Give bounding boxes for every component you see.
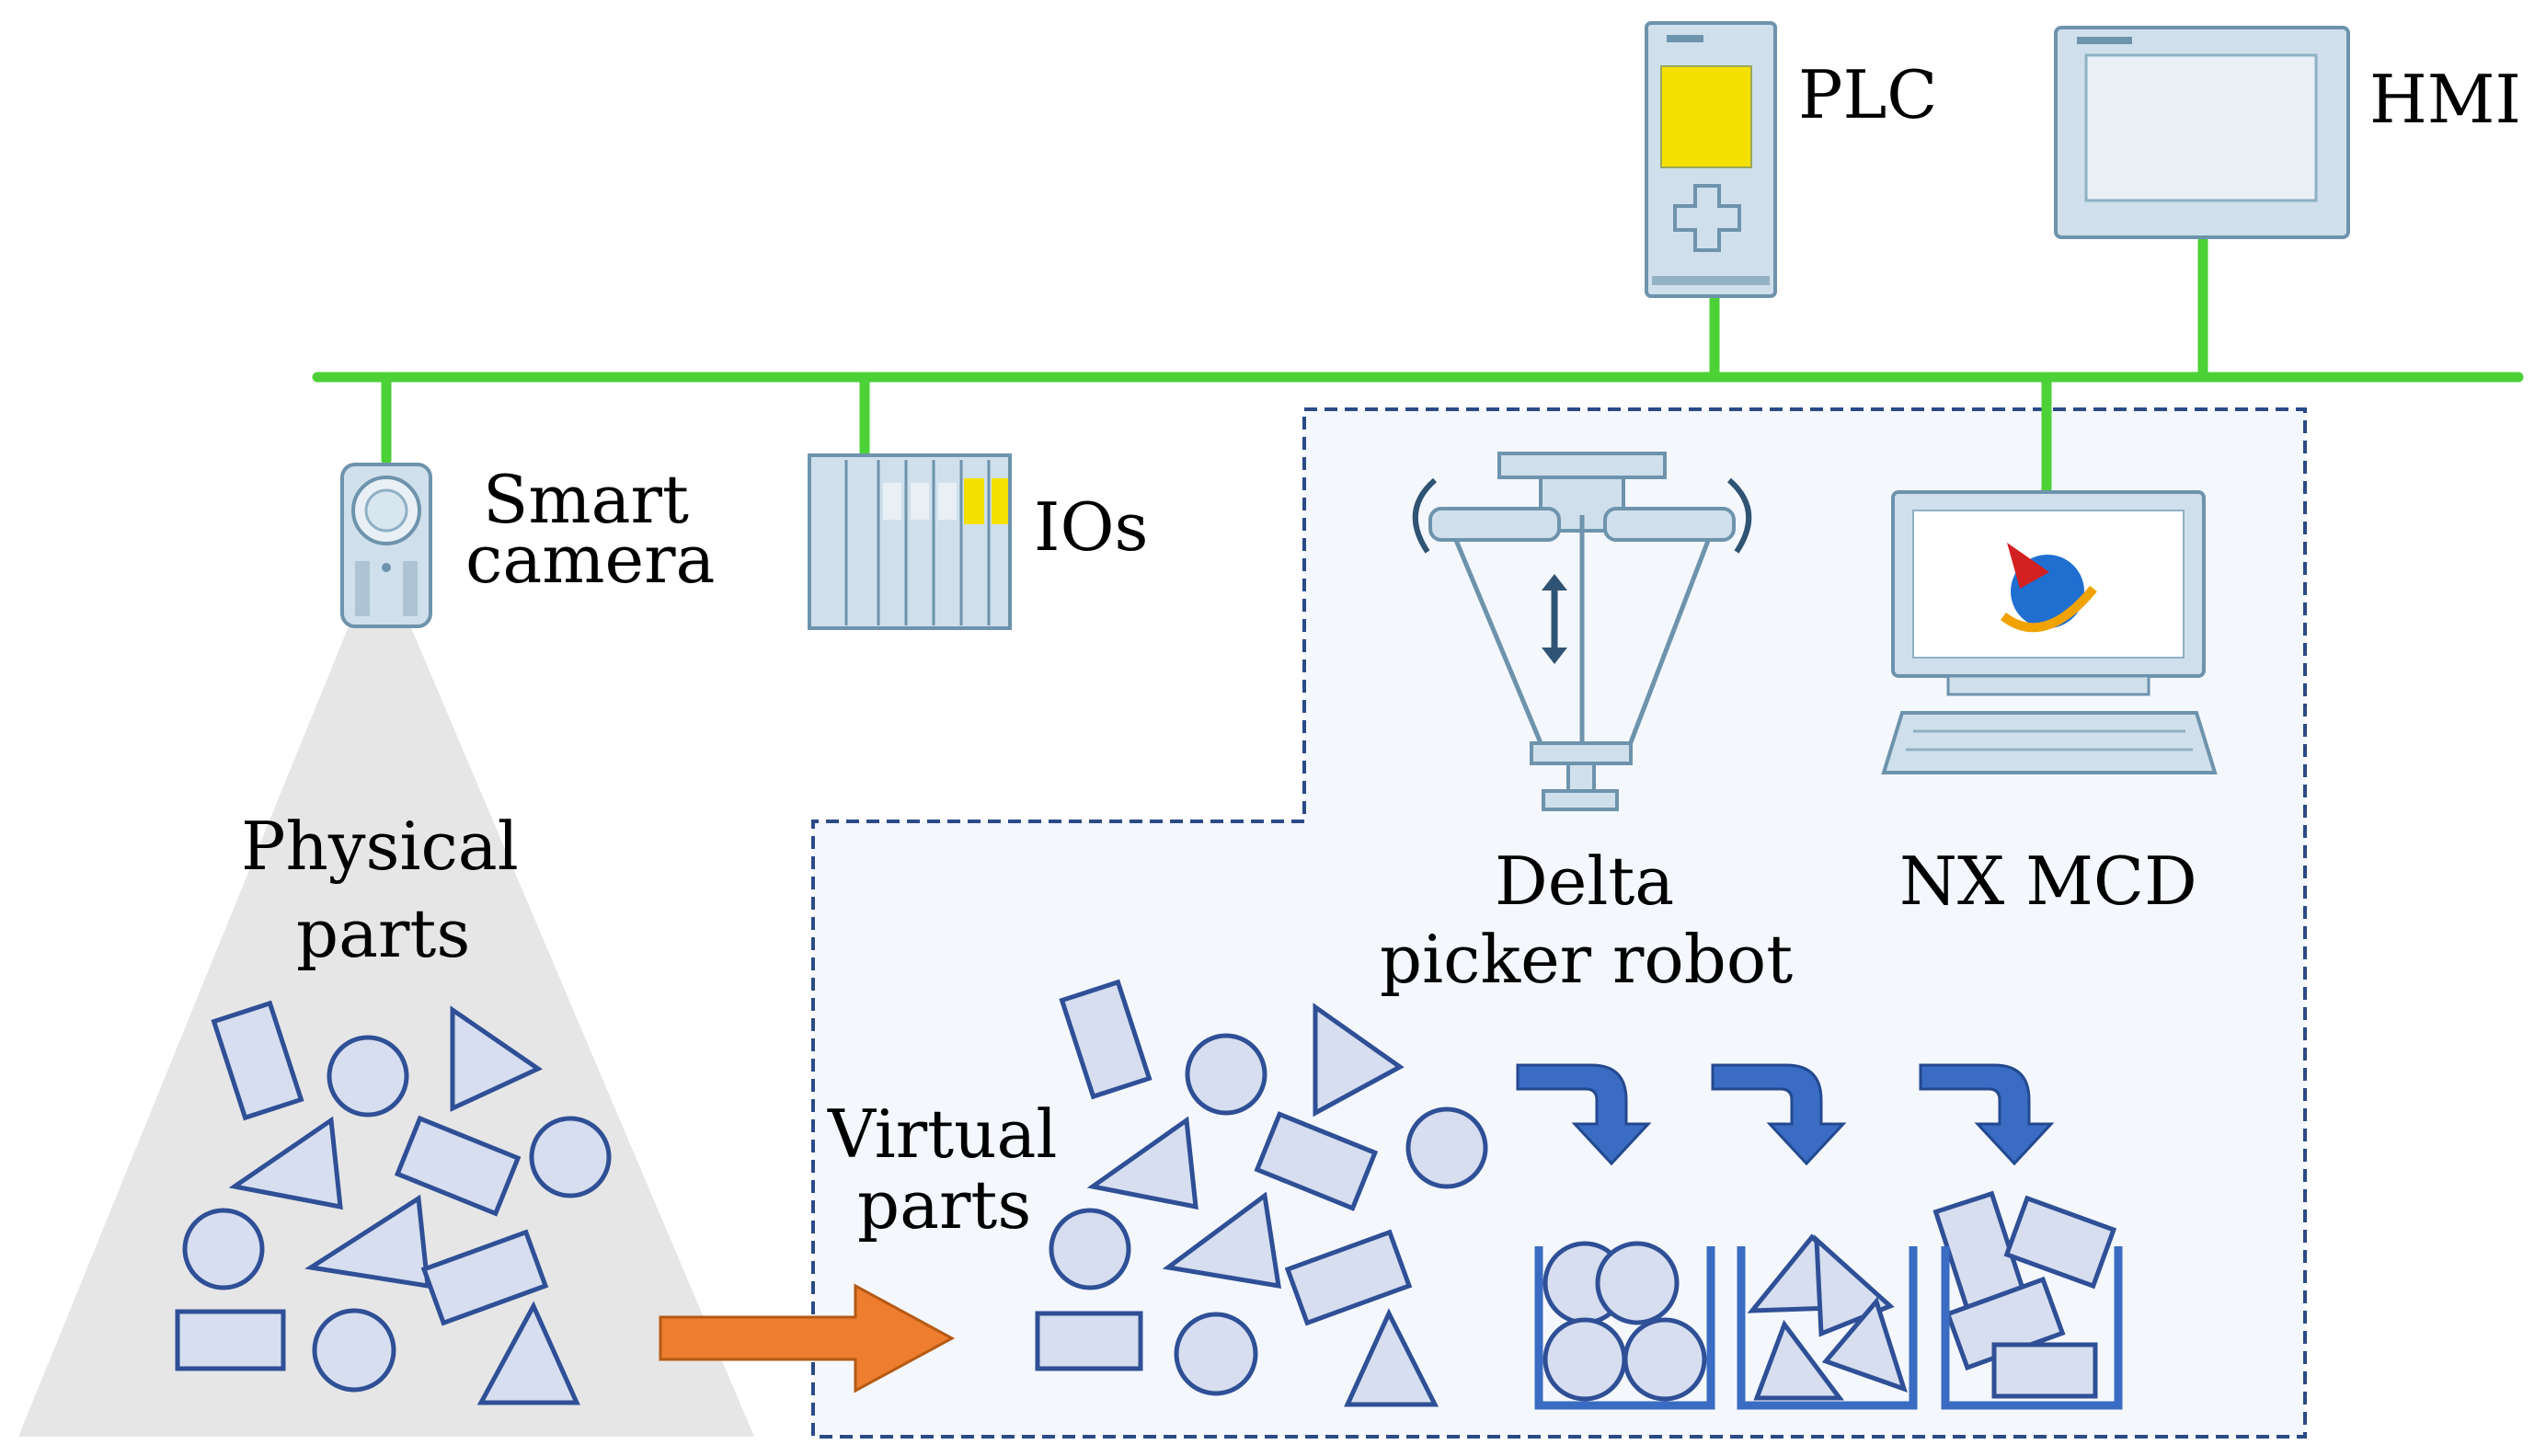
ios-label: IOs <box>1034 488 1148 566</box>
physical-part <box>450 1005 544 1112</box>
sorting-flow-arrows <box>1516 1063 2055 1166</box>
physical-part <box>476 1301 580 1405</box>
physical-part <box>211 1000 304 1121</box>
virtual-label-line1: Virtual <box>827 1095 1057 1173</box>
virtual-part <box>1035 1311 1143 1371</box>
virtual-part <box>1344 1308 1439 1407</box>
virtual-part <box>1059 979 1153 1100</box>
flow-arrow-icon <box>1516 1063 1652 1166</box>
hmi-label: HMI <box>2369 61 2521 138</box>
virtual-part <box>1185 1033 1267 1116</box>
robot-label-line1: Delta <box>1495 843 1674 920</box>
virtual-part <box>1162 1191 1281 1290</box>
circle-bin <box>1534 1241 1715 1410</box>
camera-field-of-view-cone <box>18 552 754 1437</box>
rectangle-bin <box>1932 1190 2123 1410</box>
physical-part <box>327 1035 409 1118</box>
physical-to-virtual-arrow <box>659 1283 956 1393</box>
physical-part <box>529 1116 612 1198</box>
plc-icon <box>1645 21 1777 298</box>
virtual-part <box>1086 1116 1198 1210</box>
plc-label: PLC <box>1798 56 1937 133</box>
mcd-label: NX MCD <box>1899 843 2197 920</box>
virtual-part <box>1049 1208 1131 1290</box>
virtual-parts <box>1035 979 1488 1407</box>
physical-part <box>175 1309 286 1371</box>
camera-label-line1: Smart <box>483 461 689 538</box>
physical-part <box>420 1229 549 1326</box>
triangle-bin <box>1737 1233 1918 1410</box>
physical-part <box>394 1115 522 1217</box>
virtual-label-line2: parts <box>857 1166 1031 1244</box>
virtual-part <box>1313 1003 1405 1118</box>
camera-label-line2: camera <box>465 521 715 598</box>
virtual-part <box>1174 1312 1258 1396</box>
physical-parts <box>175 1000 612 1405</box>
robot-label-line2: picker robot <box>1380 921 1793 998</box>
physical-part <box>228 1116 343 1210</box>
physical-part <box>182 1208 265 1290</box>
industrial-network <box>312 235 2524 498</box>
flow-arrow-icon <box>1919 1063 2055 1166</box>
io-modules-icon <box>808 453 1012 630</box>
delta-robot-icon <box>1412 452 1752 811</box>
physical-part <box>304 1194 430 1289</box>
virtual-part <box>1284 1229 1413 1326</box>
sorted-bins <box>1534 1190 2123 1410</box>
smart-camera-icon <box>340 463 432 628</box>
virtual-part <box>1254 1111 1379 1211</box>
virtual-part <box>1405 1106 1488 1189</box>
physical-part <box>312 1308 396 1393</box>
physical-label-line2: parts <box>296 895 470 972</box>
physical-label-line1: Physical <box>241 808 519 885</box>
hmi-icon <box>2054 26 2350 239</box>
flow-arrow-icon <box>1711 1063 1847 1166</box>
nx-mcd-computer-icon <box>1881 490 2218 774</box>
